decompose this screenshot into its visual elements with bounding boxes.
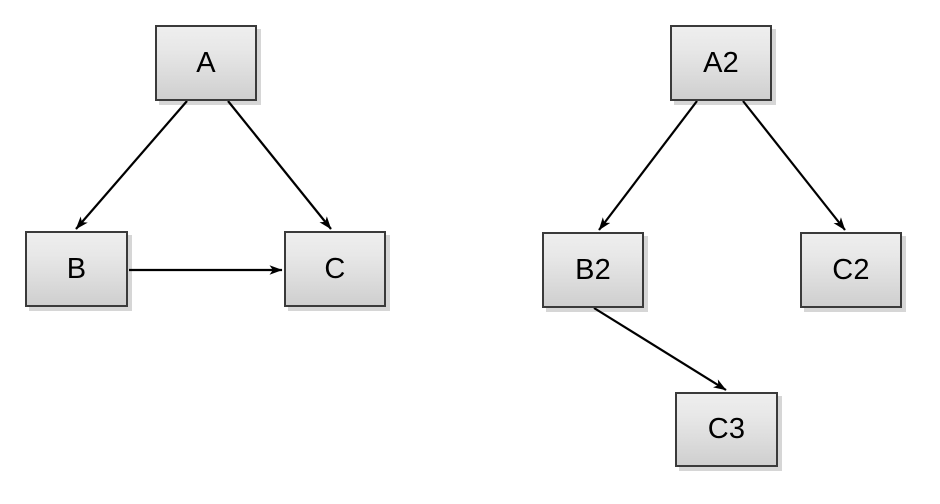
- node-b[interactable]: B: [25, 231, 128, 307]
- edge-a-to-b: [75, 100, 188, 230]
- node-label-a: A: [196, 46, 216, 79]
- node-c[interactable]: C: [284, 231, 386, 307]
- edge-a-to-c: [227, 100, 332, 230]
- node-label-c3: C3: [707, 413, 746, 445]
- node-label-b2: B2: [575, 253, 611, 286]
- node-b2[interactable]: B2: [542, 232, 644, 308]
- edge-b2-to-c3: [593, 307, 727, 391]
- node-a[interactable]: A: [155, 25, 257, 101]
- node-label-b: B: [66, 252, 87, 285]
- node-label-a2: A2: [703, 46, 739, 79]
- node-label-c2: C2: [832, 253, 870, 286]
- node-a2[interactable]: A2: [670, 25, 772, 101]
- edge-a2-to-b2: [598, 100, 698, 231]
- node-c2[interactable]: C2: [800, 232, 902, 308]
- node-label-c: C: [324, 252, 346, 285]
- edges-group: [75, 100, 846, 391]
- edge-a2-to-c2: [742, 100, 846, 231]
- node-c3[interactable]: C3: [675, 392, 778, 467]
